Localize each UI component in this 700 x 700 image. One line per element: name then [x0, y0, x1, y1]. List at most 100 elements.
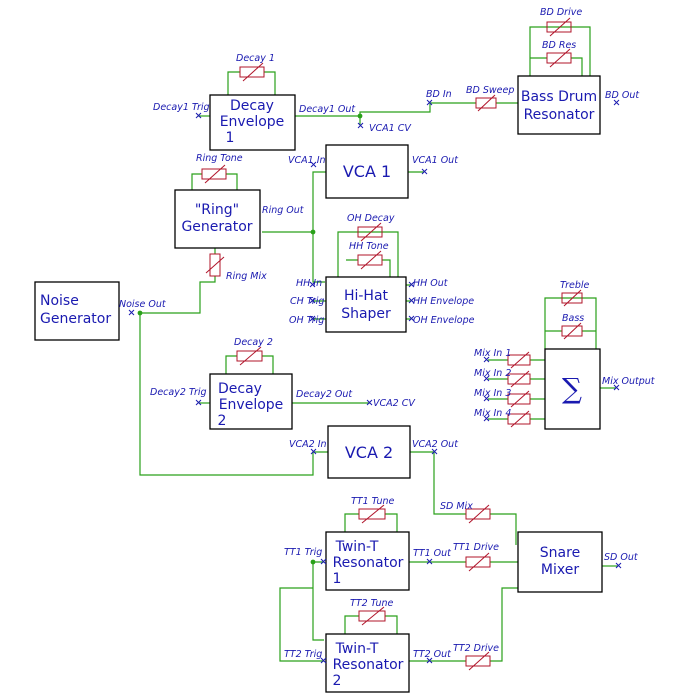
pot-ring-mix	[205, 253, 225, 277]
block-mixer-sum: ∑	[544, 348, 601, 430]
label-bd-out: BD Out	[605, 90, 640, 101]
block-snare-mixer: Snare Mixer	[517, 531, 603, 593]
label-oh-decay: OH Decay	[347, 213, 395, 224]
pot-decay-2	[236, 346, 263, 366]
block-label: 1	[333, 571, 342, 587]
label-decay-2: Decay 2	[234, 337, 273, 348]
pot-ring-tone	[201, 164, 227, 184]
pot-decay-1	[239, 62, 265, 82]
label-sd-out: SD Out	[604, 552, 639, 563]
label-tt2-out: TT2 Out	[413, 649, 452, 660]
block-label: 2	[218, 413, 227, 429]
label-vca1-out: VCA1 Out	[412, 155, 459, 166]
pot-tt1-drive	[465, 552, 491, 572]
label-vca1-cv: VCA1 CV	[369, 123, 412, 134]
block-label: Generator	[40, 311, 111, 327]
label-mix-in-2: Mix In 2	[474, 368, 511, 379]
label-vca2-out: VCA2 Out	[412, 439, 459, 450]
block-noise-generator: Noise Generator	[34, 281, 120, 341]
pot-hh-tone	[357, 250, 383, 270]
label-mix-in-3: Mix In 3	[474, 388, 511, 399]
block-label: Twin-T	[335, 641, 379, 657]
block-label: Resonator	[333, 555, 404, 571]
label-tt1-trig: TT1 Trig	[284, 547, 322, 558]
block-label: Resonator	[333, 657, 404, 673]
label-ring-tone: Ring Tone	[196, 153, 243, 164]
label-noise-out: Noise Out	[119, 299, 167, 310]
label-tt1-out: TT1 Out	[413, 548, 452, 559]
label-bd-drive: BD Drive	[540, 7, 582, 18]
junctions	[137, 113, 363, 565]
label-decay1-trig: Decay1 Trig	[153, 102, 210, 113]
sigma-icon: ∑	[562, 372, 582, 405]
pot-bd-sweep	[475, 94, 497, 112]
label-bd-res: BD Res	[542, 40, 576, 51]
block-label: Bass Drum	[521, 89, 597, 105]
block-decay-envelope-2: Decay Envelope 2	[209, 373, 293, 430]
pot-treble	[561, 289, 583, 307]
junction-dot	[310, 559, 316, 565]
label-treble: Treble	[560, 280, 589, 291]
block-label: Resonator	[524, 107, 595, 123]
label-vca1-in: VCA1 In	[288, 155, 326, 166]
block-label: Shaper	[341, 306, 391, 322]
block-twin-t-resonator-2: Twin-T Resonator 2	[325, 633, 410, 693]
block-label: Snare	[540, 545, 580, 561]
label-ring-out: Ring Out	[262, 205, 305, 216]
label-tt2-tune: TT2 Tune	[350, 598, 394, 609]
label-hh-envelope: HH Envelope	[413, 296, 474, 307]
pot-bass	[561, 322, 583, 340]
label-sd-mix: SD Mix	[440, 501, 473, 512]
label-mix-in-1: Mix In 1	[474, 348, 511, 359]
label-bd-in: BD In	[426, 89, 452, 100]
block-label: "Ring"	[195, 202, 239, 218]
pot-tt2-tune	[358, 606, 386, 626]
label-vca2-cv: VCA2 CV	[373, 398, 416, 409]
block-label: Mixer	[541, 562, 579, 578]
block-vca-1: VCA 1	[325, 144, 409, 199]
pot-mix-in-3	[507, 390, 531, 408]
port-markers	[128, 99, 622, 664]
pot-mix-in-2	[507, 370, 531, 388]
block-ring-generator: "Ring" Generator	[174, 189, 261, 249]
label-mix-in-4: Mix In 4	[474, 408, 511, 419]
label-hh-in: HH In	[296, 278, 322, 289]
pot-bd-res	[546, 48, 572, 68]
label-decay1-out: Decay1 Out	[299, 104, 356, 115]
label-hh-tone: HH Tone	[349, 241, 389, 252]
label-tt2-drive: TT2 Drive	[453, 643, 499, 654]
label-oh-envelope: OH Envelope	[413, 315, 475, 326]
block-label: Envelope	[220, 114, 285, 130]
block-twin-t-resonator-1: Twin-T Resonator 1	[325, 531, 410, 591]
potentiometers	[201, 17, 583, 671]
label-ring-mix: Ring Mix	[226, 271, 267, 282]
pot-sd-mix	[465, 504, 491, 524]
block-label: 2	[333, 673, 342, 689]
label-bass: Bass	[562, 313, 584, 324]
block-label: Envelope	[219, 397, 284, 413]
block-label: VCA 2	[345, 443, 393, 462]
label-decay2-trig: Decay2 Trig	[150, 387, 207, 398]
block-hi-hat-shaper: Hi-Hat Shaper	[325, 276, 407, 333]
block-decay-envelope-1: Decay Envelope 1	[209, 94, 296, 151]
label-hh-out: HH Out	[413, 278, 449, 289]
labels: BD Drive BD Res Decay 1 BD Sweep Ring To…	[119, 7, 656, 660]
wires	[139, 26, 618, 662]
label-oh-trig: OH Trig	[289, 315, 324, 326]
label-tt1-tune: TT1 Tune	[351, 496, 395, 507]
block-bass-drum-resonator: Bass Drum Resonator	[517, 75, 601, 135]
pot-mix-in-4	[507, 410, 531, 428]
pot-bd-drive	[546, 17, 572, 37]
junction-dot	[357, 113, 363, 119]
junction-dot	[137, 310, 143, 316]
label-bd-sweep: BD Sweep	[466, 85, 514, 96]
label-vca2-in: VCA2 In	[289, 439, 327, 450]
label-tt1-drive: TT1 Drive	[453, 542, 499, 553]
pot-oh-decay	[357, 222, 383, 242]
block-label: Noise	[40, 293, 79, 309]
label-tt2-trig: TT2 Trig	[284, 649, 322, 660]
pot-mix-in-1	[507, 351, 531, 369]
label-mix-output: Mix Output	[602, 376, 656, 387]
block-label: Decay	[230, 98, 274, 114]
